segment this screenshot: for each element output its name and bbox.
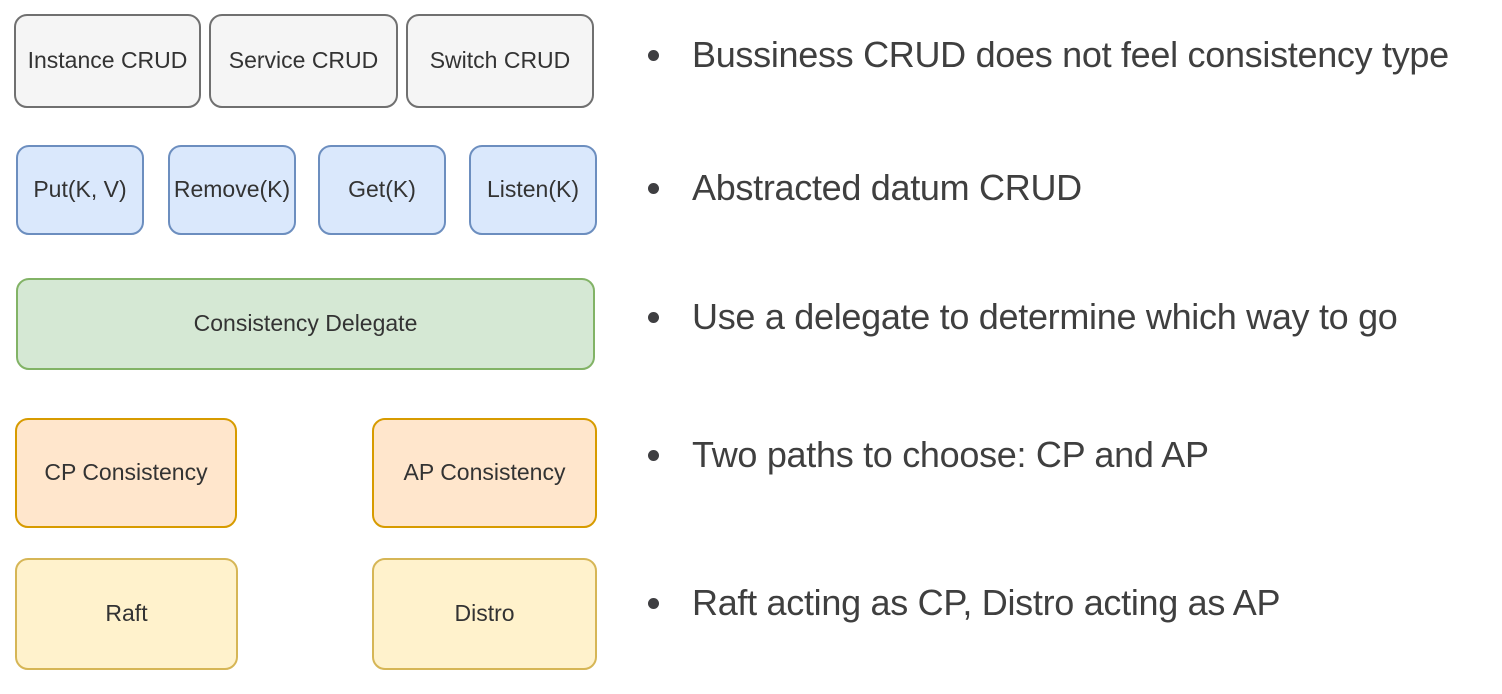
box-switch-crud-label: Switch CRUD bbox=[429, 47, 571, 74]
box-instance-crud-label: Instance CRUD bbox=[27, 47, 188, 74]
box-put-label: Put(K, V) bbox=[33, 176, 127, 203]
bullet-text: Abstracted datum CRUD bbox=[692, 167, 1082, 208]
bullet-text: Raft acting as CP, Distro acting as AP bbox=[692, 582, 1281, 623]
box-listen-label: Listen(K) bbox=[486, 176, 580, 203]
box-raft-label: Raft bbox=[105, 600, 148, 627]
box-put: Put(K, V) bbox=[16, 145, 144, 235]
box-switch-crud: Switch CRUD bbox=[406, 14, 594, 108]
box-get: Get(K) bbox=[318, 145, 446, 235]
box-cp-consistency-label: CP Consistency bbox=[44, 459, 208, 486]
bullet-dot-icon bbox=[648, 182, 659, 194]
bullet-business-crud: Bussiness CRUD does not feel consistency… bbox=[648, 34, 1449, 76]
box-distro: Distro bbox=[372, 558, 597, 670]
box-ap-consistency-label: AP Consistency bbox=[403, 459, 566, 486]
box-distro-label: Distro bbox=[454, 600, 515, 627]
bullet-dot-icon bbox=[648, 311, 659, 323]
bullet-dot-icon bbox=[648, 449, 659, 461]
bullet-abstracted-datum: Abstracted datum CRUD bbox=[648, 167, 1082, 209]
box-remove-label: Remove(K) bbox=[173, 176, 291, 203]
box-consistency-delegate-label: Consistency Delegate bbox=[193, 310, 418, 337]
bullet-text: Use a delegate to determine which way to… bbox=[692, 296, 1398, 337]
bullet-text: Two paths to choose: CP and AP bbox=[692, 434, 1209, 475]
box-ap-consistency: AP Consistency bbox=[372, 418, 597, 528]
bullet-use-delegate: Use a delegate to determine which way to… bbox=[648, 296, 1398, 338]
box-listen: Listen(K) bbox=[469, 145, 597, 235]
bullet-raft-distro: Raft acting as CP, Distro acting as AP bbox=[648, 582, 1281, 624]
bullet-text: Bussiness CRUD does not feel consistency… bbox=[692, 34, 1449, 75]
bullet-dot-icon bbox=[648, 49, 659, 61]
box-service-crud-label: Service CRUD bbox=[228, 47, 379, 74]
box-raft: Raft bbox=[15, 558, 238, 670]
box-service-crud: Service CRUD bbox=[209, 14, 398, 108]
box-consistency-delegate: Consistency Delegate bbox=[16, 278, 595, 370]
box-get-label: Get(K) bbox=[348, 176, 416, 203]
box-remove: Remove(K) bbox=[168, 145, 296, 235]
bullet-dot-icon bbox=[648, 597, 659, 609]
box-instance-crud: Instance CRUD bbox=[14, 14, 201, 108]
box-cp-consistency: CP Consistency bbox=[15, 418, 237, 528]
bullet-two-paths: Two paths to choose: CP and AP bbox=[648, 434, 1209, 476]
